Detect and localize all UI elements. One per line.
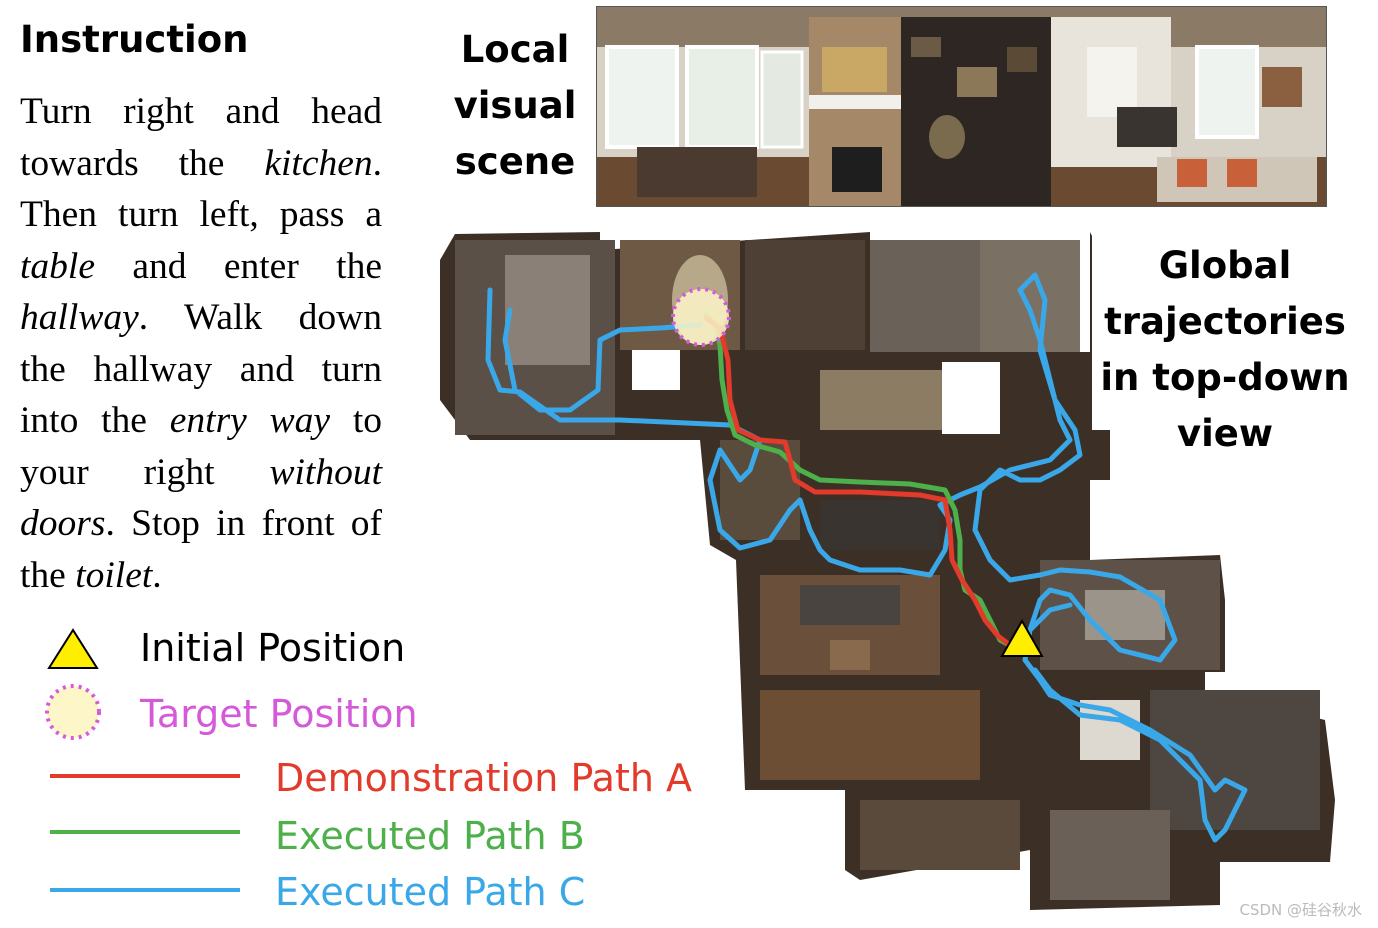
instruction-text: Turn right and head towards the kitchen.…	[20, 86, 382, 601]
local-scene-label-line: Local	[460, 28, 570, 71]
initial-position-legend-icon	[47, 628, 99, 669]
local-scene-label-line: visual	[453, 84, 577, 127]
panorama-image	[596, 6, 1327, 207]
target-position-marker	[671, 287, 731, 347]
initial-position-legend-label: Initial Position	[140, 626, 406, 670]
global-view-label-line: view	[1176, 412, 1274, 455]
path-a-legend-label: Demonstration Path A	[275, 756, 693, 800]
instruction-keyword: hallway	[20, 297, 139, 338]
target-position-legend-label: Target Position	[140, 692, 418, 736]
path-a-line	[703, 315, 1025, 653]
instruction-segment: and enter the	[94, 245, 382, 287]
instruction-segment: . Then turn left, pass a	[20, 142, 382, 236]
path-c-line	[485, 272, 1248, 843]
initial-position-marker	[1000, 618, 1044, 657]
global-view-label: Global trajectories in top-down view	[1090, 238, 1360, 462]
instruction-segment: . Walk down the hallway and turn into th…	[20, 297, 382, 441]
floorplan-map	[440, 232, 1335, 910]
path-b-legend-line	[50, 830, 240, 834]
watermark: CSDN @硅谷秋水	[1239, 901, 1362, 919]
local-scene-label-line: scene	[454, 140, 576, 183]
instruction-keyword: toilet	[75, 554, 153, 596]
target-position-legend-icon	[45, 684, 101, 740]
global-view-label-line: in top-down	[1100, 356, 1350, 399]
panorama-drawing	[597, 7, 1326, 206]
instruction-segment: .	[152, 554, 162, 596]
instruction-keyword: entry way	[169, 400, 331, 441]
global-view-label-line: trajectories	[1104, 300, 1346, 343]
local-scene-label: Local visual scene	[440, 22, 590, 190]
path-b-legend-label: Executed Path B	[275, 814, 585, 858]
global-view-label-line: Global	[1158, 244, 1292, 287]
instruction-segment: to your right	[20, 400, 383, 493]
instruction-heading: Instruction	[20, 18, 249, 61]
path-c-legend-line	[50, 888, 240, 892]
instruction-keyword: table	[20, 245, 95, 287]
path-c-legend-label: Executed Path C	[275, 870, 586, 914]
instruction-keyword: without doors	[20, 451, 382, 545]
instruction-keyword: kitchen	[264, 142, 373, 184]
path-a-legend-line	[50, 774, 240, 778]
instruction-segment: . Stop in front of the	[20, 503, 382, 596]
instruction-segment: Turn right and head towards the	[20, 91, 382, 184]
